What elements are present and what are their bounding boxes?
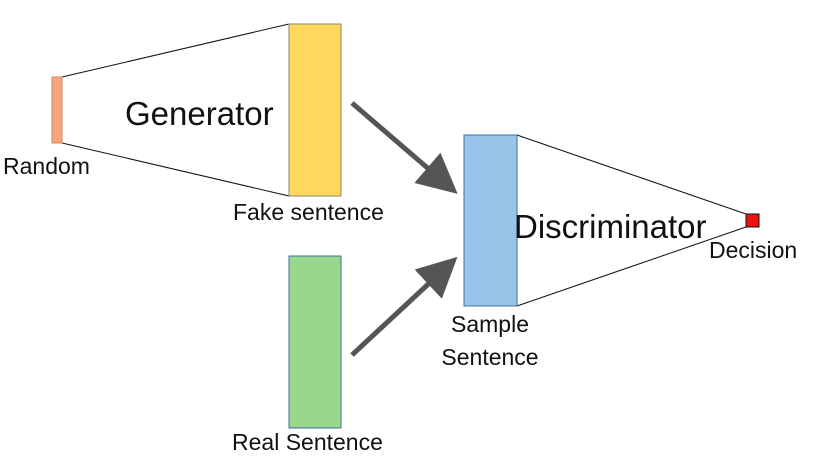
discriminator-bottom-edge [516,226,747,307]
discriminator-top-edge [516,134,747,215]
generator-bottom-edge [61,142,290,197]
fake-sentence-label: Fake sentence [233,199,384,225]
decision-label: Decision [709,237,798,263]
generator-label: Generator [125,95,274,132]
discriminator-label: Discriminator [514,208,707,245]
fake-to-sample-arrow [350,101,458,194]
real-sentence-label: Real Sentence [232,429,383,455]
sample-label-line2: Sentence [441,344,539,370]
real-to-sample-arrow [350,256,458,357]
sample-label-line1: Sample [451,311,529,337]
random-label: Random [3,153,90,179]
sample-sentence-box [463,134,518,307]
fake-sentence-box [288,23,342,197]
decision-box [745,213,760,228]
random-noise-box [51,76,63,144]
real-sentence-box [288,255,342,429]
generator-top-edge [61,23,290,78]
